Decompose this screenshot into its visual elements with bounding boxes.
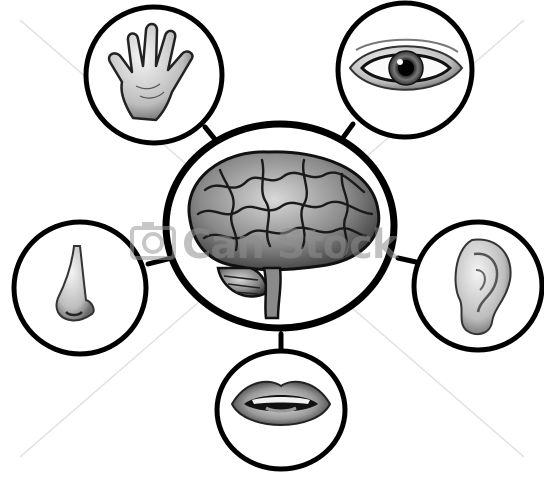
- sense-node-touch: [86, 7, 222, 143]
- watermark-text: Can Stock: [182, 222, 400, 268]
- sense-node-taste: [217, 351, 345, 469]
- sense-node-smell: [14, 222, 146, 354]
- mouth-icon: [232, 382, 330, 425]
- sense-node-hearing: [414, 222, 542, 350]
- sense-node-sight: [338, 3, 472, 137]
